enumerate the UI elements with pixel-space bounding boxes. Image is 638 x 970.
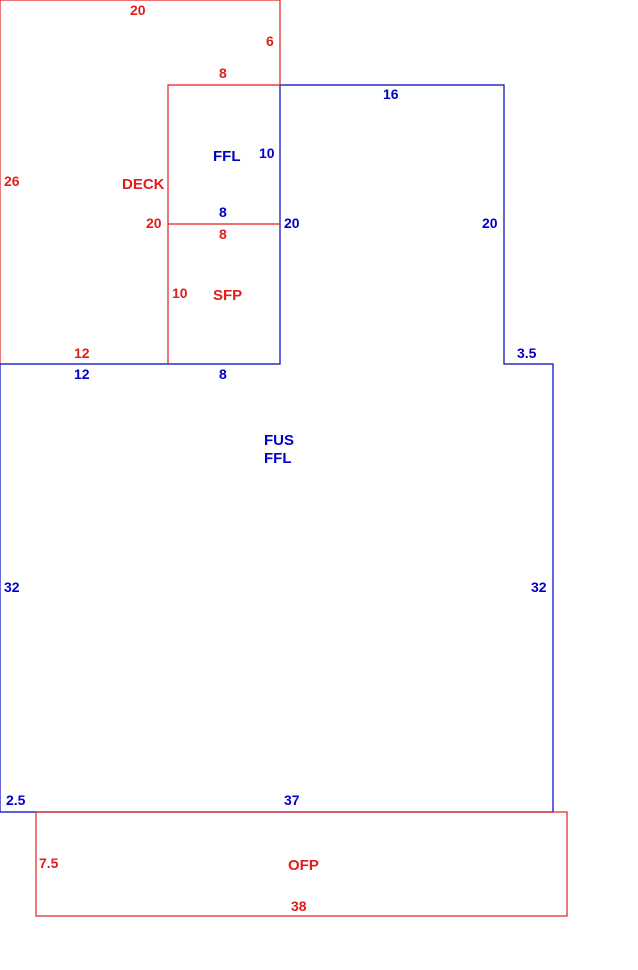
area-label-fus-ffl: FFL: [264, 450, 292, 467]
dim-deck-right-upper: 6: [266, 33, 274, 49]
deck-outline: [0, 0, 281, 364]
dim-deck-left: 26: [4, 173, 20, 189]
dim-ffl-top-blue: 16: [383, 86, 399, 102]
area-label-deck: DECK: [122, 176, 165, 193]
dim-ffl-right: 10: [259, 145, 275, 161]
dim-step-right: 3.5: [517, 345, 537, 361]
dim-main-left: 32: [4, 579, 20, 595]
dim-main-top-mid: 8: [219, 366, 227, 382]
dim-ffl-top-red: 8: [219, 65, 227, 81]
area-label-fus: FUS: [264, 432, 294, 449]
area-label-sfp: SFP: [213, 287, 242, 304]
dim-main-bottom: 37: [284, 792, 300, 808]
dim-sfp-left: 10: [172, 285, 188, 301]
area-label-ofp: OFP: [288, 857, 319, 874]
dim-offset-left: 2.5: [6, 792, 26, 808]
dim-right-upper-blue: 20: [482, 215, 498, 231]
dim-ofp-left: 7.5: [39, 855, 59, 871]
dim-mid-right-blue: 20: [284, 215, 300, 231]
dim-deck-bottom: 12: [74, 345, 90, 361]
dim-mid-left-red: 20: [146, 215, 162, 231]
dim-sfp-top-red: 8: [219, 226, 227, 242]
dim-ffl-mid-blue: 8: [219, 204, 227, 220]
dim-ofp-bottom: 38: [291, 898, 307, 914]
dim-main-right: 32: [531, 579, 547, 595]
dim-main-top-left: 12: [74, 366, 90, 382]
ofp-outline: [35, 811, 568, 917]
area-label-upper-ffl: FFL: [213, 148, 241, 165]
dim-deck-top: 20: [130, 2, 146, 18]
